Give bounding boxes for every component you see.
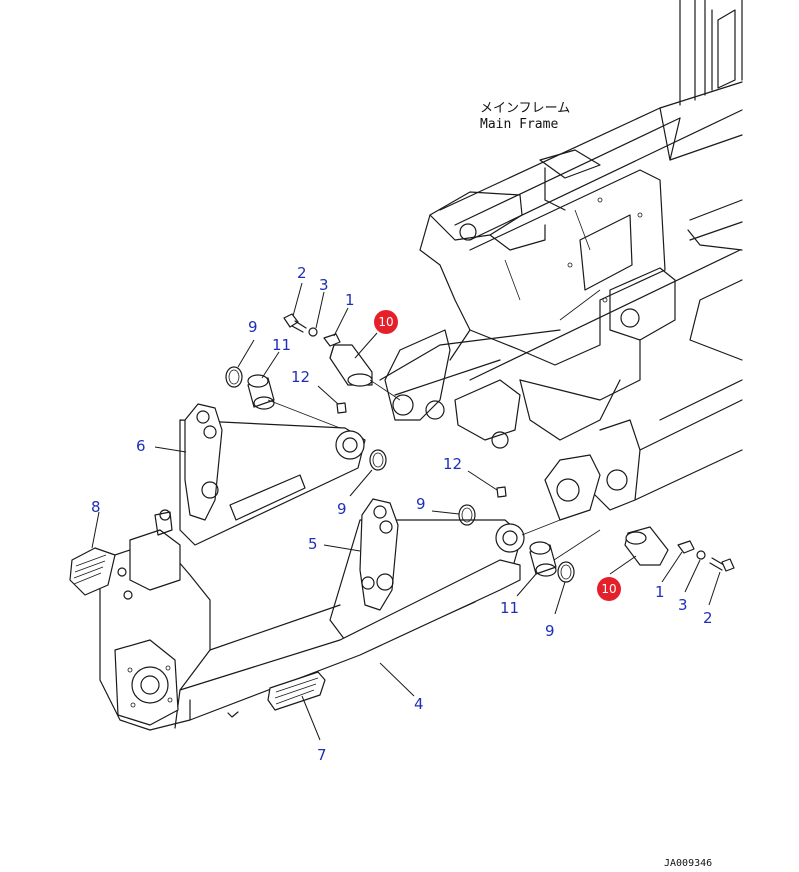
svg-text:10: 10 [378,315,393,329]
parts-right-group [458,486,735,583]
callout-1-left[interactable]: 1 [345,291,355,309]
drawing-code: JA009346 [664,858,712,869]
callout-3-left[interactable]: 3 [319,276,329,294]
callout-11-right[interactable]: 11 [500,599,519,617]
callout-5[interactable]: 5 [308,535,318,553]
grease-fitting-12-right-icon [496,486,507,498]
grease-fitting-12-left-icon [336,402,347,414]
badge-10-right[interactable]: 10 [597,577,621,601]
callout-2-left[interactable]: 2 [297,264,307,282]
washer-3-right-icon [696,550,706,560]
svg-text:10: 10 [601,582,616,596]
callout-12-right[interactable]: 12 [443,455,462,473]
callout-6[interactable]: 6 [136,437,146,455]
rear-frame [69,403,525,731]
pin-10-right-icon [624,526,669,566]
main-frame-title-jp: メインフレーム [480,101,570,116]
callout-12-left[interactable]: 12 [291,368,310,386]
callout-8[interactable]: 8 [91,498,101,516]
leader-lines [91,282,721,741]
callout-9-c[interactable]: 9 [416,495,426,513]
callout-9-d[interactable]: 9 [545,622,555,640]
ring-9-left-top-icon [225,366,243,388]
badge-10-left[interactable]: 10 [374,310,398,334]
callout-2-right[interactable]: 2 [703,609,713,627]
callout-4[interactable]: 4 [414,695,424,713]
bushing-11-left-icon [247,374,275,410]
callout-1-right[interactable]: 1 [655,583,665,601]
bushing-11-right-icon [529,541,557,577]
ring-9-left-bottom-icon [369,449,387,471]
fitting-1-right-icon [677,540,695,554]
callout-7[interactable]: 7 [317,746,327,764]
parts-left-group [225,313,387,471]
bolt-2-right-icon [709,557,735,572]
assembly-guide-lines [267,379,601,561]
ring-9-right-bottom-icon [557,561,575,583]
main-frame [379,0,743,521]
callout-11-left[interactable]: 11 [272,336,291,354]
washer-3-left-icon [308,327,318,337]
callout-9-a[interactable]: 9 [248,318,258,336]
callout-3-right[interactable]: 3 [678,596,688,614]
ring-9-right-top-icon [458,504,476,526]
main-frame-title-en: Main Frame [480,117,558,132]
pin-10-left-icon [329,344,373,387]
fitting-1-left-icon [323,333,341,347]
bolt-2-left-icon [283,313,307,333]
callout-9-b[interactable]: 9 [337,500,347,518]
